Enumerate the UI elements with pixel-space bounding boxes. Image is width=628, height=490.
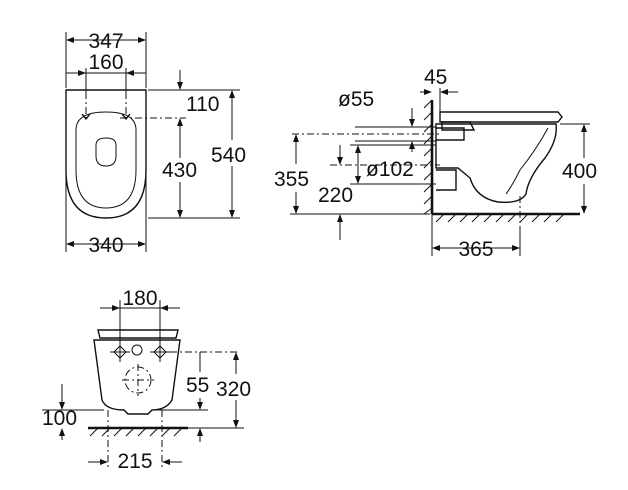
rear-bowl-body (93, 339, 181, 415)
bowl-body (435, 123, 557, 204)
rear-outlet-width-215-label: 215 (117, 450, 152, 473)
fixing-hole-left-icon (81, 113, 91, 121)
front-to-holes-110-label: 110 (186, 93, 219, 116)
rear-fixing-holes (110, 342, 170, 362)
outlet-height-220-label: 220 (318, 184, 353, 207)
holes-to-back-430-label: 430 (162, 159, 197, 182)
total-length-540-label: 540 (211, 144, 246, 167)
bowl-trap (505, 127, 549, 195)
bowl-inlet (436, 127, 465, 141)
inlet-height-355-label: 355 (274, 168, 309, 191)
seat-lid (439, 111, 563, 123)
bottom-width-340-label: 340 (88, 234, 123, 257)
rear-fixing-height-320-label: 320 (216, 378, 251, 401)
rear-floor-hatch (89, 427, 183, 437)
bowl-outlet (436, 169, 457, 191)
top-width-347-label: 347 (88, 30, 123, 53)
wall-hatch (423, 99, 433, 215)
rear-outlet-offset-55-label: 55 (186, 374, 209, 397)
top-view-inner-rim (75, 111, 137, 209)
side-view: ø55 45 ø102 355 220 400 (274, 66, 597, 261)
outlet-diameter-label: ø55 (338, 88, 374, 111)
top-view-bowl-outline (65, 89, 147, 219)
wall-gap-45-label: 45 (424, 66, 447, 89)
top-view: 347 160 110 430 540 340 (65, 30, 246, 257)
pipe-diameter-label: ø102 (366, 158, 414, 181)
seat-hinge (441, 121, 476, 131)
rear-inlet-hole (131, 344, 143, 356)
rear-floor-height-100-label: 100 (42, 407, 77, 430)
rear-hole-spacing-180-label: 180 (122, 287, 157, 310)
floor-hatch (435, 213, 565, 223)
rim-height-400-label: 400 (562, 160, 597, 183)
fixing-hole-right-icon (121, 113, 131, 121)
hole-spacing-160-label: 160 (88, 51, 123, 74)
rear-view: 180 55 320 100 215 (42, 287, 251, 473)
projection-365-label: 365 (458, 238, 493, 261)
rear-seat-top (97, 329, 179, 339)
top-view-drain (95, 137, 117, 167)
